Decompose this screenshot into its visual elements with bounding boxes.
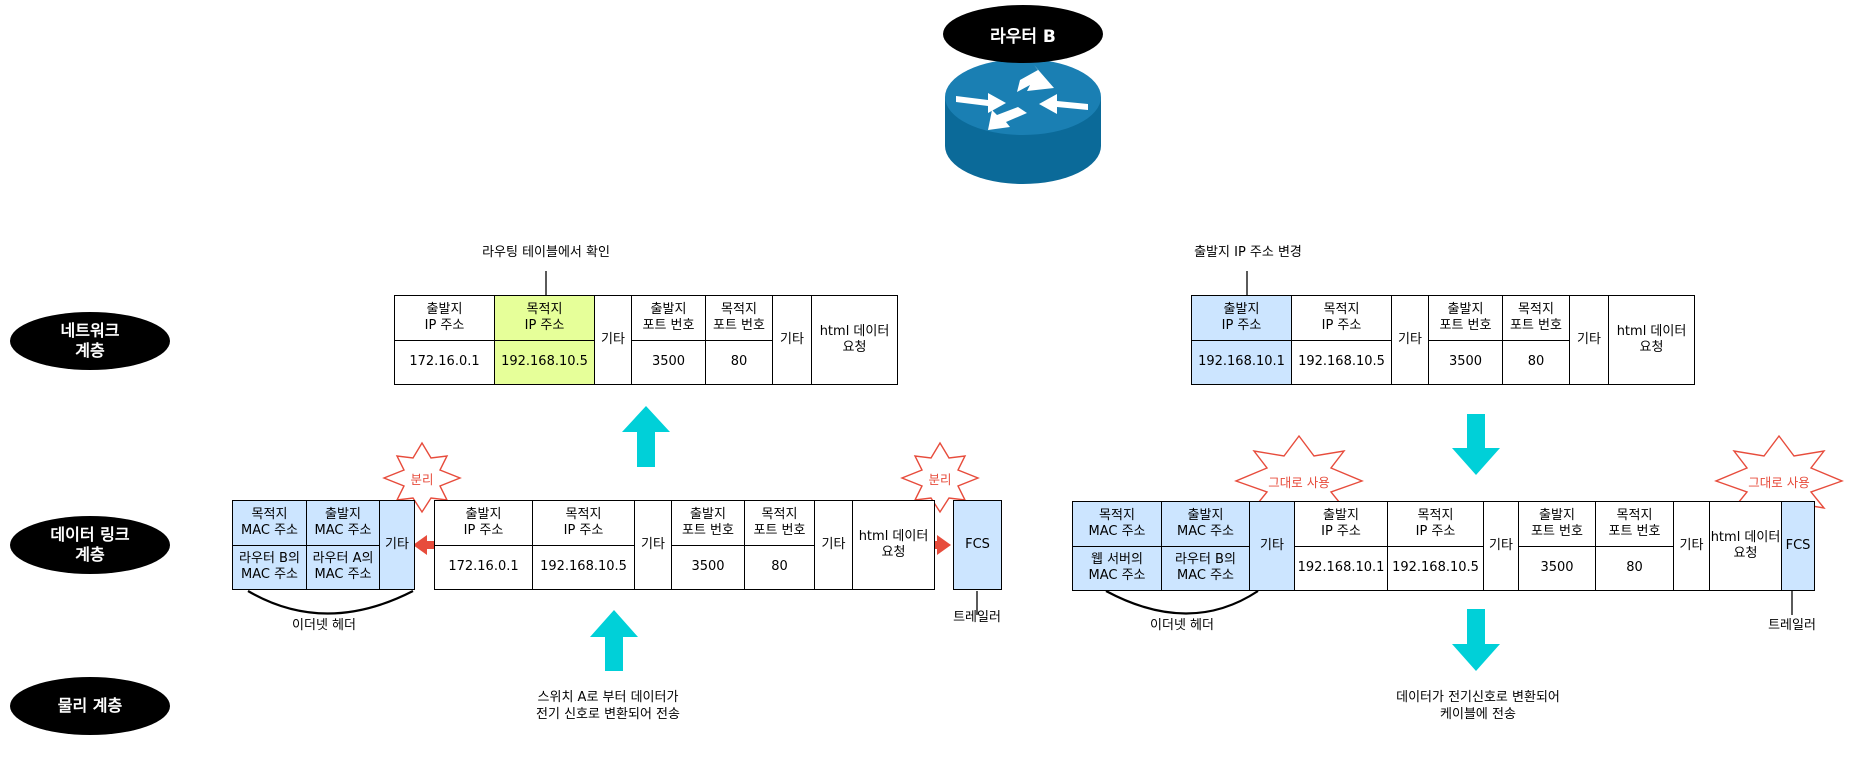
left-frame-packet: 출발지 IP 주소 172.16.0.1 목적지 IP 주소 192.168.1… — [434, 500, 935, 590]
dst-port-value: 80 — [745, 544, 814, 590]
burst-shape-left-1 — [382, 441, 462, 514]
payload-field: html 데이터 요청 — [858, 529, 929, 560]
src-mac-value: 라우터 B의 MAC 주소 — [1162, 545, 1249, 591]
physical-note-right: 데이터가 전기신호로 변환되어 케이블에 전송 — [1396, 690, 1560, 722]
dst-ip-header: 목적지 IP 주소 — [563, 506, 604, 538]
etc-field: 기타 — [1260, 538, 1284, 553]
ethernet-header-label: 이더넷 헤더 — [292, 618, 356, 633]
dst-port-value: 80 — [1503, 339, 1569, 385]
src-ip-header: 출발지 IP 주소 — [1321, 507, 1361, 539]
routing-table-note: 라우팅 테이블에서 확인 — [482, 245, 610, 260]
physical-note-left: 스위치 A로 부터 데이터가 전기 신호로 변환되어 전송 — [536, 690, 680, 722]
src-port-value: 3500 — [1519, 545, 1595, 591]
down-arrow-physical — [1452, 609, 1500, 671]
trailer-label: 트레일러 — [953, 610, 1001, 625]
burst-right-1-text: 그대로 사용 — [1268, 475, 1330, 490]
dst-ip-value: 192.168.10.5 — [1388, 545, 1483, 591]
layer-datalink: 데이터 링크 계층 — [10, 516, 170, 574]
payload-field: html 데이터 요청 — [819, 324, 890, 355]
dst-ip-value: 192.168.10.5 — [1292, 339, 1391, 385]
burst-right-2-text: 그대로 사용 — [1748, 475, 1810, 490]
fcs-label: FCS — [1785, 538, 1811, 553]
src-port-header: 출발지 포트 번호 — [1439, 301, 1492, 333]
src-port-value: 3500 — [672, 544, 744, 590]
etc-field: 기타 — [821, 537, 846, 552]
dst-port-header: 목적지 포트 번호 — [713, 301, 765, 333]
dst-ip-header: 목적지 IP 주소 — [1415, 507, 1456, 539]
right-network-packet: 출발지 IP 주소 192.168.10.1 목적지 IP 주소 192.168… — [1191, 295, 1695, 385]
dst-mac-header: 목적지 MAC 주소 — [1088, 507, 1146, 539]
etc-field: 기타 — [601, 332, 625, 347]
src-port-value: 3500 — [1429, 339, 1502, 385]
dst-ip-value: 192.168.10.5 — [533, 544, 634, 590]
fcs-label: FCS — [965, 537, 990, 552]
src-ip-value: 172.16.0.1 — [435, 544, 532, 590]
burst-left-1-text: 분리 — [410, 472, 434, 487]
dst-ip-value: 192.168.10.5 — [495, 339, 594, 385]
dst-port-value: 80 — [706, 339, 772, 385]
src-port-header: 출발지 포트 번호 — [1531, 507, 1583, 539]
ethernet-header-label: 이더넷 헤더 — [1150, 618, 1214, 633]
etc-field: 기타 — [641, 537, 665, 552]
dst-mac-value: 웹 서버의 MAC 주소 — [1073, 545, 1161, 591]
src-ip-value: 172.16.0.1 — [395, 339, 494, 385]
trailer-label: 트레일러 — [1768, 618, 1816, 633]
src-ip-change-note: 출발지 IP 주소 변경 — [1194, 245, 1302, 260]
burst-shape-left-2 — [900, 441, 980, 514]
dst-ip-header: 목적지 IP 주소 — [1321, 301, 1362, 333]
dst-mac-value: 라우터 B의 MAC 주소 — [233, 544, 306, 590]
router-title: 라우터 B — [943, 5, 1103, 63]
etc-field: 기타 — [1398, 332, 1422, 347]
src-ip-header: 출발지 IP 주소 — [463, 506, 504, 538]
left-ethernet-header: 목적지 MAC 주소 라우터 B의 MAC 주소 출발지 MAC 주소 라우터 … — [232, 500, 415, 590]
src-port-header: 출발지 포트 번호 — [682, 506, 734, 538]
right-red-arrow — [937, 535, 951, 555]
src-ip-value: 192.168.10.1 — [1192, 339, 1291, 385]
src-ip-value: 192.168.10.1 — [1295, 545, 1387, 591]
burst-left-2-text: 분리 — [928, 472, 952, 487]
dst-port-header: 목적지 포트 번호 — [753, 506, 806, 538]
up-arrow-network — [622, 406, 670, 467]
dst-port-header: 목적지 포트 번호 — [1510, 301, 1562, 333]
left-network-packet: 출발지 IP 주소 172.16.0.1 목적지 IP 주소 192.168.1… — [394, 295, 898, 385]
etc-field: 기타 — [1679, 538, 1704, 553]
payload-field: html 데이터 요청 — [1616, 324, 1687, 355]
etc-field: 기타 — [780, 332, 804, 347]
src-mac-header: 출발지 MAC 주소 — [1176, 507, 1234, 539]
payload-field: html 데이터 요청 — [1710, 530, 1781, 561]
src-port-header: 출발지 포트 번호 — [642, 301, 695, 333]
etc-field: 기타 — [385, 537, 409, 552]
dst-port-header: 목적지 포트 번호 — [1608, 507, 1661, 539]
left-fcs: FCS — [953, 500, 1002, 590]
dst-mac-header: 목적지 MAC 주소 — [240, 506, 298, 538]
dst-ip-header: 목적지 IP 주소 — [524, 301, 565, 333]
src-port-value: 3500 — [632, 339, 705, 385]
up-arrow-physical — [590, 610, 638, 671]
layer-physical: 물리 계층 — [10, 677, 170, 735]
layer-network: 네트워크 계층 — [10, 312, 170, 370]
src-ip-header: 출발지 IP 주소 — [1221, 301, 1262, 333]
src-mac-header: 출발지 MAC 주소 — [314, 506, 372, 538]
router-icon — [945, 59, 1101, 184]
dst-port-value: 80 — [1596, 545, 1673, 591]
etc-field: 기타 — [1577, 332, 1601, 347]
router-title-text: 라우터 B — [990, 26, 1056, 47]
src-mac-value: 라우터 A의 MAC 주소 — [307, 544, 379, 590]
right-frame: 목적지 MAC 주소 웹 서버의 MAC 주소 출발지 MAC 주소 라우터 B… — [1072, 501, 1815, 591]
left-red-arrow — [413, 535, 427, 555]
down-arrow-network — [1452, 414, 1500, 475]
etc-field: 기타 — [1489, 538, 1513, 553]
src-ip-header: 출발지 IP 주소 — [424, 301, 465, 333]
